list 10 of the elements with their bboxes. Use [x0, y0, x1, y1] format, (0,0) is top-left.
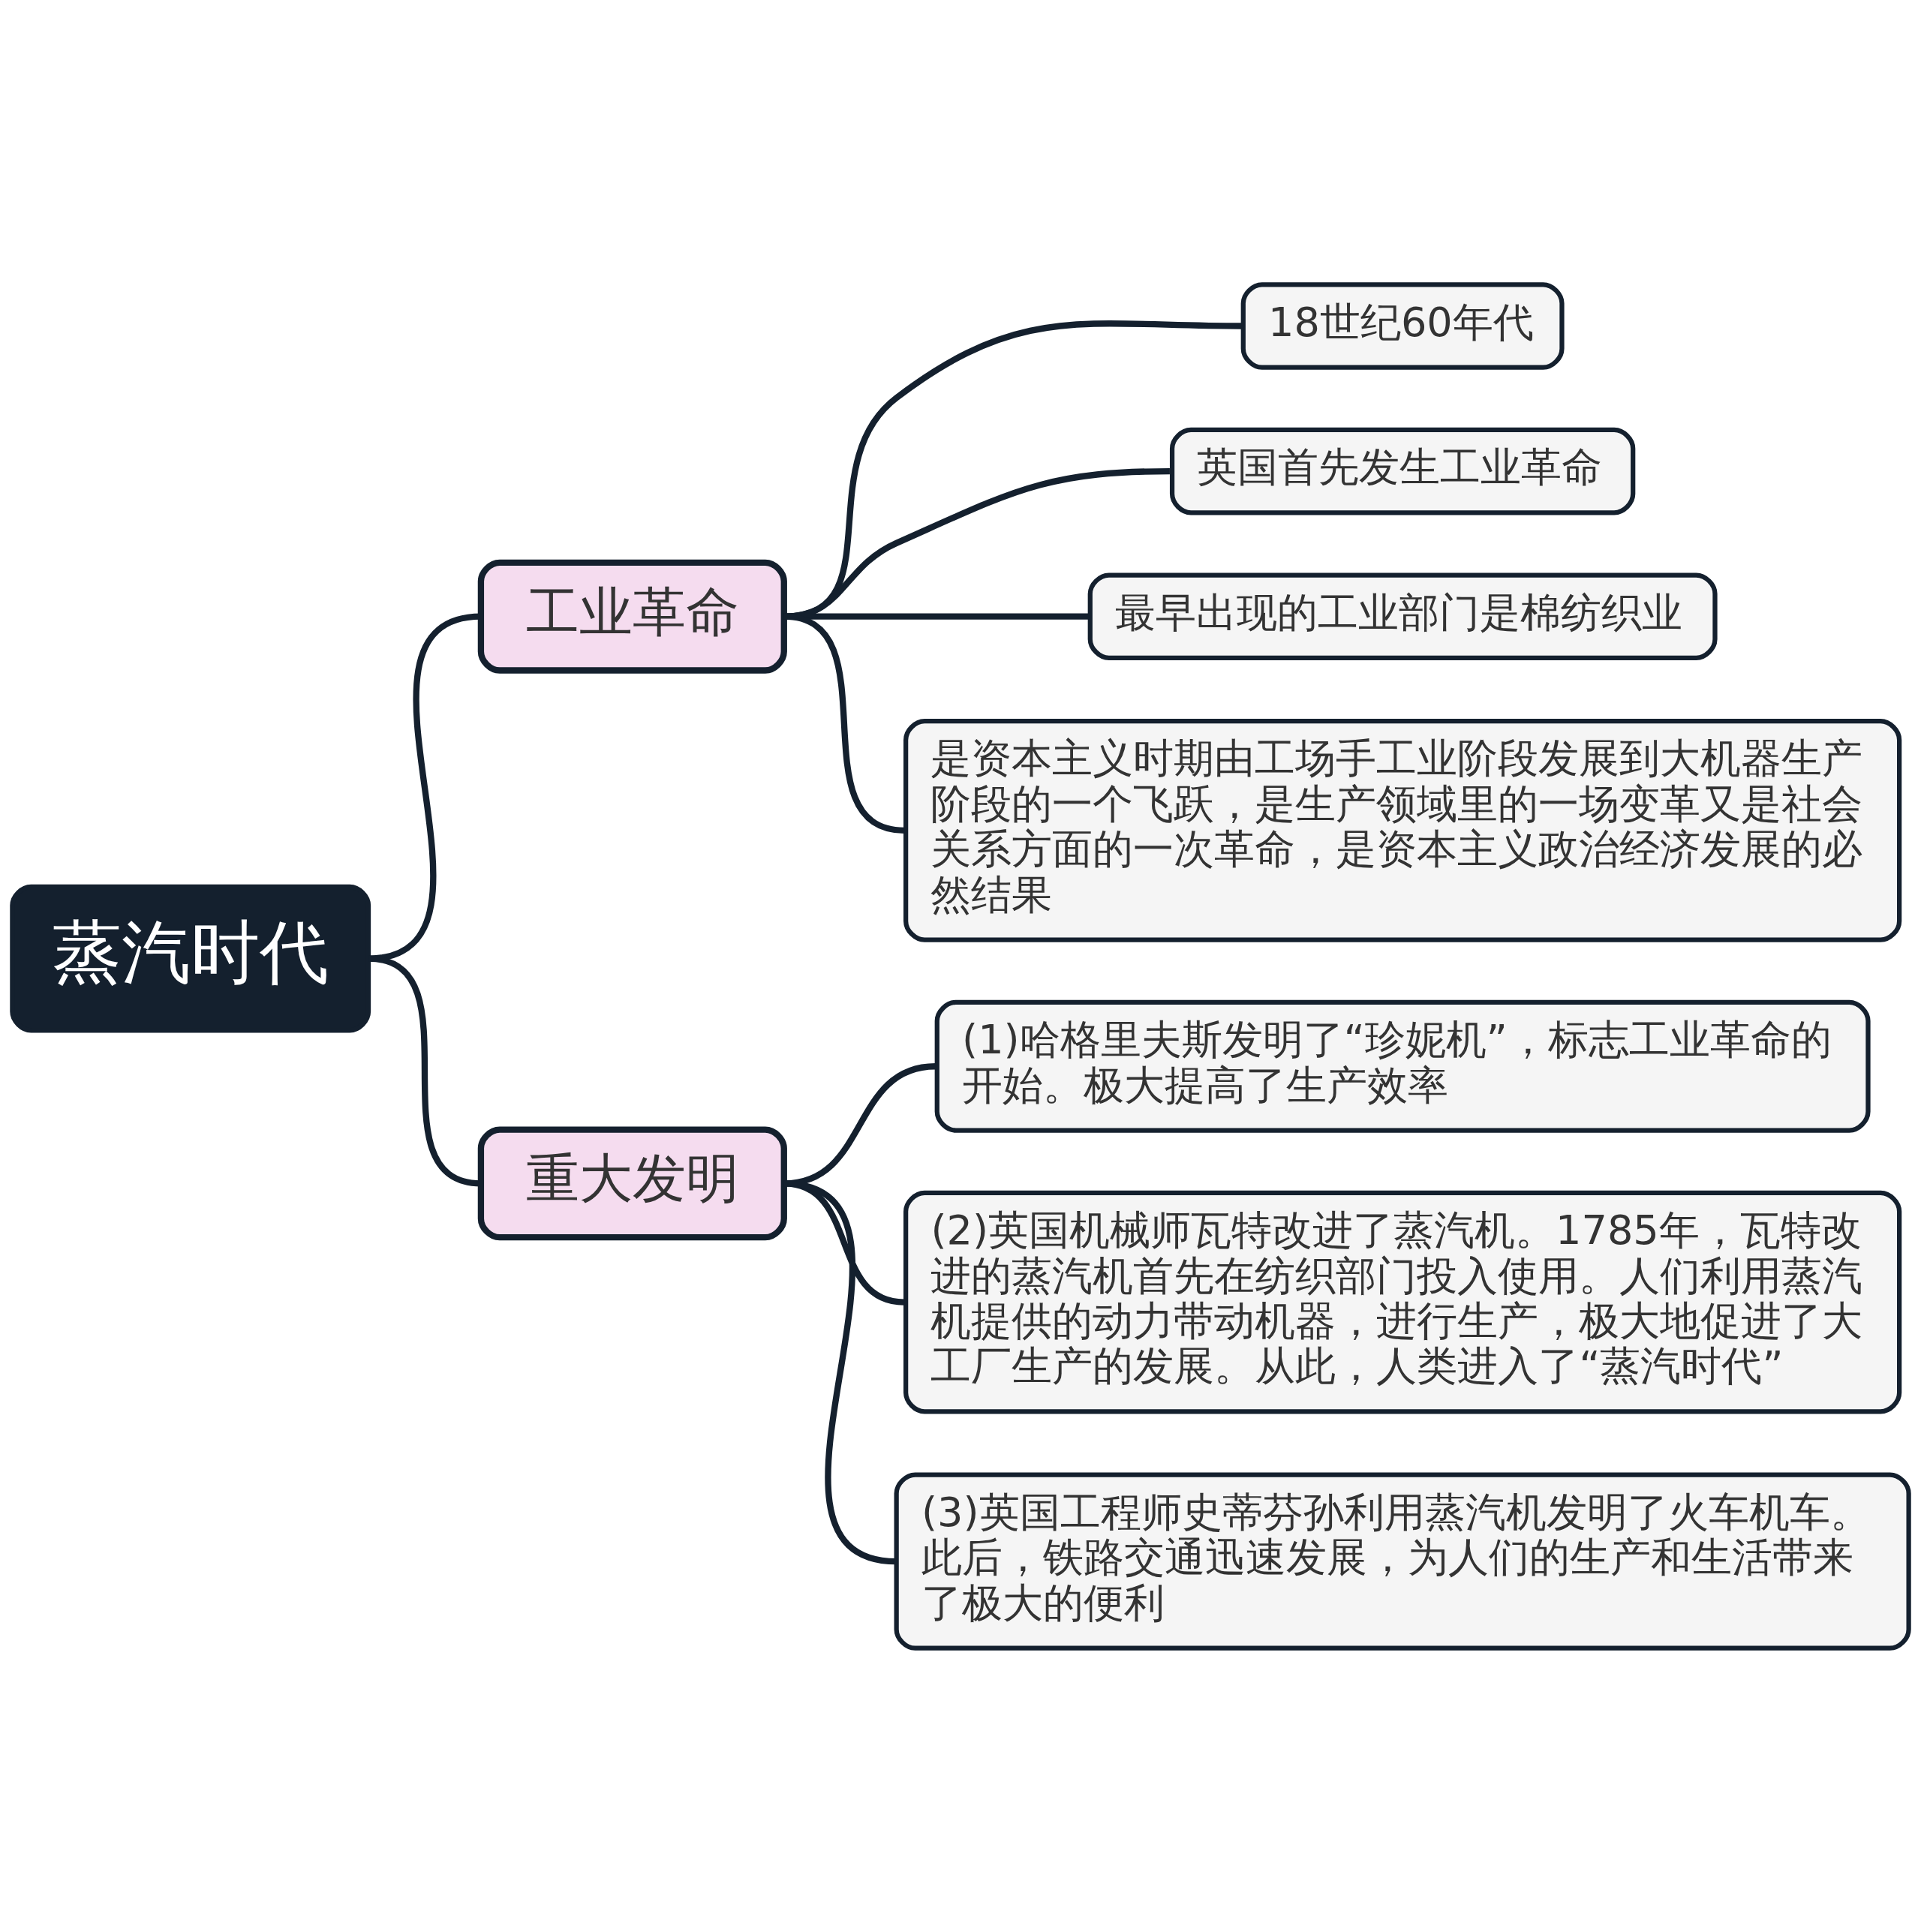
node-box: 最早出现的工业部门是棉纺织业	[1087, 572, 1718, 660]
node-box: 重大发明	[477, 1125, 787, 1240]
node-box: 是资本主义时期由工场手工业阶段发展到大机器生产阶段的一个飞跃，是生产领域里的一场变革又是社会关系方面的一次革命，是资本主义政治经济发展的必然结果	[903, 718, 1902, 942]
node-box: 工业革命	[477, 559, 787, 674]
node-box: (2)英国机械师瓦特改进了蒸汽机。1785年，瓦特改进的蒸汽机首先在纺织部门投入使用。人们利用蒸汽机提供的动力带动机器，进行生产，极大地促进了大工厂生产的发展。从此，人类进入了“蒸汽时代”	[903, 1190, 1902, 1414]
node-box: 英国首先发生工业革命	[1169, 427, 1636, 515]
node-box: (3)英国工程师史蒂芬孙利用蒸汽机发明了火车机车。此后，铁路交通迅速发展，为人们的生产和生活带来了极大的便利	[894, 1471, 1911, 1651]
node-box: 蒸汽时代	[10, 884, 371, 1032]
node-box: (1)哈格里夫斯发明了“珍妮机”，标志工业革命的开始。极大提高了生产效率	[934, 999, 1871, 1133]
node-box: 18世纪60年代	[1240, 281, 1565, 370]
